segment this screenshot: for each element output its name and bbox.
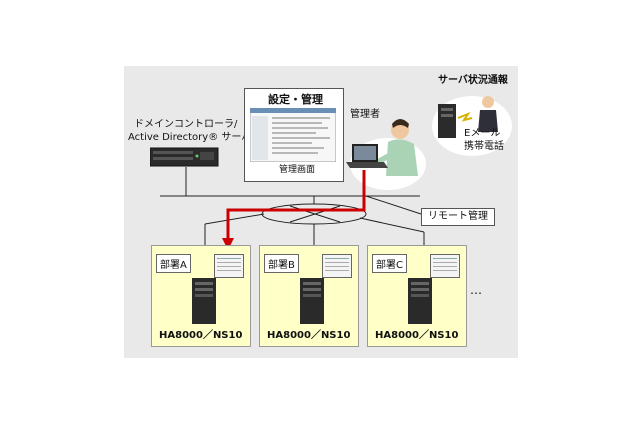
notification-phone: 携帯電話 (464, 141, 504, 152)
department-b-model: HA8000／NS10 (267, 330, 351, 341)
mini-screen-icon (430, 254, 460, 278)
department-c-model: HA8000／NS10 (375, 330, 459, 341)
administrator-at-laptop-icon (346, 119, 426, 190)
department-c-box: 部署C (367, 245, 467, 347)
tower-server-icon (192, 278, 216, 324)
department-b-label: 部署B (264, 254, 299, 273)
department-a-label: 部署A (156, 254, 191, 273)
admin-screen-title: 設定・管理 (268, 93, 323, 106)
domain-controller-label-line2: Active Directory® サーバ (128, 132, 252, 143)
domain-controller-label-line1: ドメインコントローラ/ (134, 119, 238, 130)
tower-server-icon (408, 278, 432, 324)
remote-management-label: リモート管理 (421, 208, 495, 226)
notification-title: サーバ状況通報 (438, 75, 508, 86)
red-arrow-head (222, 238, 234, 250)
mini-screen-icon (322, 254, 352, 278)
admin-screen-caption: 管理画面 (279, 165, 316, 175)
more-departments-ellipsis: … (470, 283, 482, 297)
administrator-label: 管理者 (350, 109, 380, 120)
department-a-model: HA8000／NS10 (159, 330, 243, 341)
tower-server-icon (300, 278, 324, 324)
admin-screen-screenshot (250, 108, 336, 162)
mini-screen-icon (214, 254, 244, 278)
rack-server-icon (150, 147, 219, 167)
department-c-label: 部署C (372, 254, 407, 273)
notification-email: Eメール (464, 128, 501, 139)
server-notification-icon (432, 96, 512, 156)
